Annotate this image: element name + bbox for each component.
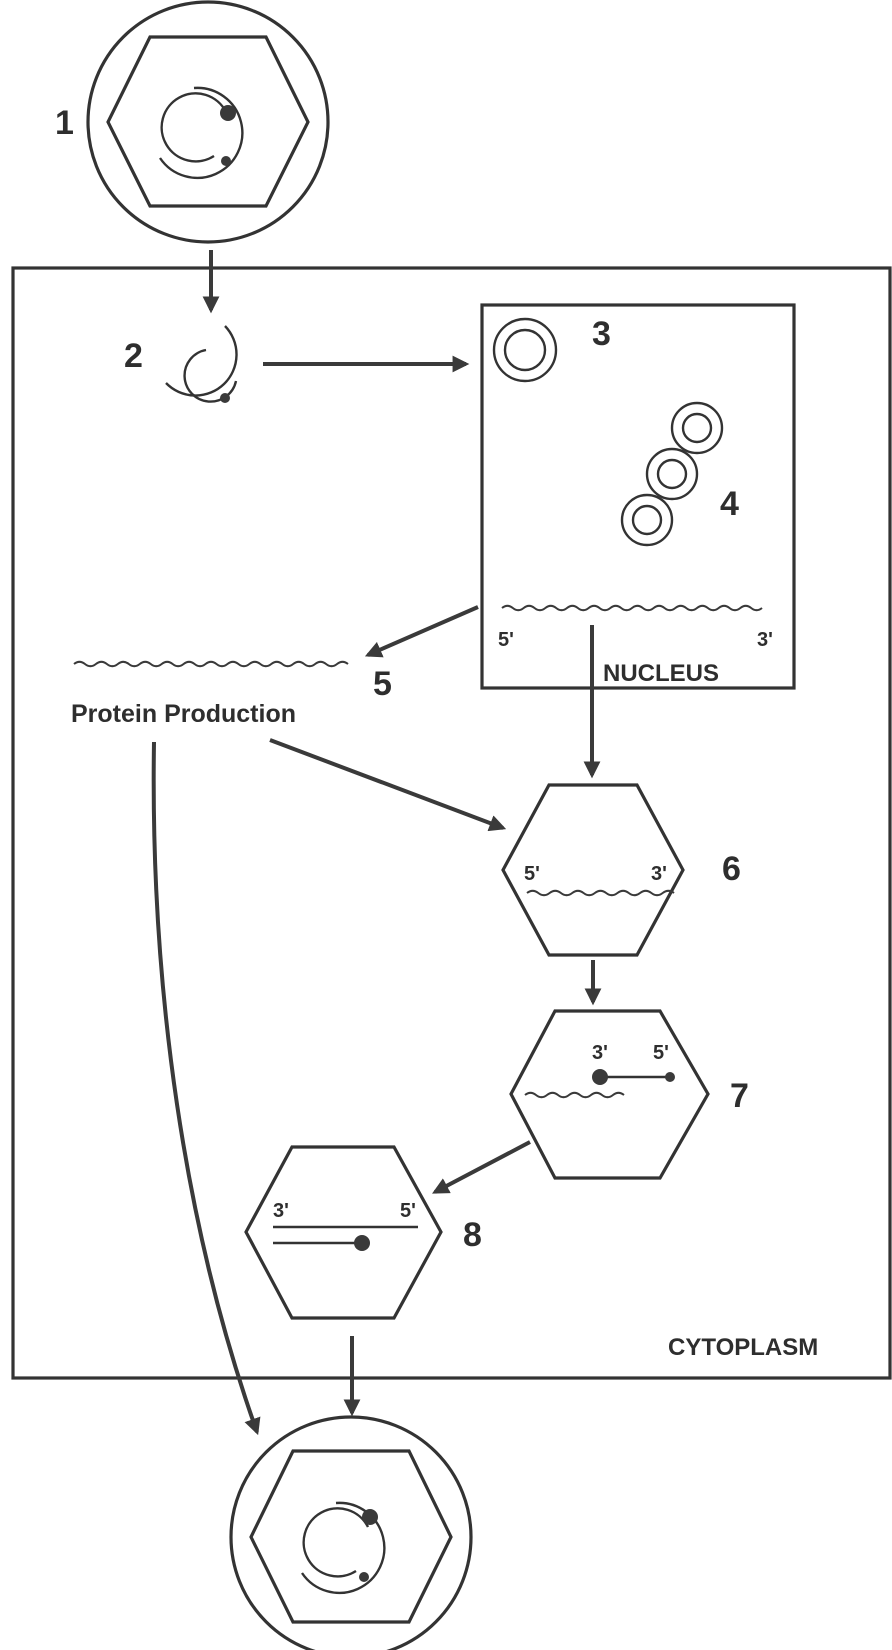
virion-bottom [229, 1415, 473, 1650]
virion-top [86, 0, 330, 244]
polymerase-dot [362, 1509, 378, 1525]
step8-5prime-label: 5' [400, 1200, 416, 1222]
cytoplasm-label: CYTOPLASM [668, 1334, 818, 1361]
primer-dot [221, 156, 231, 166]
step7-5prime-label: 5' [653, 1042, 669, 1064]
arrow-7-to-8 [432, 1140, 531, 1194]
rc-dna-step-2 [165, 325, 238, 403]
nucleus-3prime-label: 3' [757, 629, 773, 651]
strand-end-dot-step-7 [665, 1072, 675, 1082]
capsid-step-8 [244, 1145, 443, 1320]
cytoplasm-boundary [11, 266, 892, 1380]
step-1-label: 1 [55, 104, 74, 142]
step-8-label: 8 [463, 1216, 482, 1254]
virion-capsid-hexagon [106, 35, 310, 208]
nucleus-5prime-label: 5' [498, 629, 514, 651]
virion-envelope [86, 0, 330, 244]
step6-3prime-label: 3' [651, 863, 667, 885]
protein-production-label: Protein Production [71, 700, 296, 728]
step-4-label: 4 [720, 485, 739, 523]
nucleus-label: NUCLEUS [603, 660, 719, 687]
pregenomic-rna-step-7 [524, 1091, 625, 1099]
nucleus-boundary [480, 303, 796, 690]
polymerase-dot-step-7 [592, 1069, 608, 1085]
step8-3prime-label: 3' [273, 1200, 289, 1222]
supercoiled-minichromosome [620, 401, 724, 547]
arrow-protein-to-capsid [269, 738, 507, 832]
polymerase-dot-step-8 [354, 1235, 370, 1251]
mrna-transcript [73, 660, 349, 668]
polymerase-dot [220, 105, 236, 121]
arrow-nucleus-to-mrna [364, 605, 479, 658]
ccc-dna [492, 317, 558, 383]
step-6-label: 6 [722, 850, 741, 888]
step-2-label: 2 [124, 337, 143, 375]
step-5-label: 5 [373, 665, 392, 703]
virion-rc-dna [159, 86, 244, 180]
nuclear-rna-transcript [501, 604, 763, 612]
arrow-protein-to-virion [151, 741, 261, 1436]
step7-3prime-label: 3' [592, 1042, 608, 1064]
pregenomic-rna-step-6 [526, 889, 675, 897]
step-7-label: 7 [730, 1077, 749, 1115]
capsid-step-6 [501, 783, 685, 957]
step-3-label: 3 [592, 315, 611, 353]
capsid-step-7 [509, 1009, 710, 1180]
primer-dot [359, 1572, 369, 1582]
step6-5prime-label: 5' [524, 863, 540, 885]
primer-dot [220, 393, 230, 403]
virion-envelope [229, 1415, 473, 1650]
virion-capsid-hexagon [249, 1449, 453, 1624]
virion-rc-dna [301, 1501, 386, 1595]
